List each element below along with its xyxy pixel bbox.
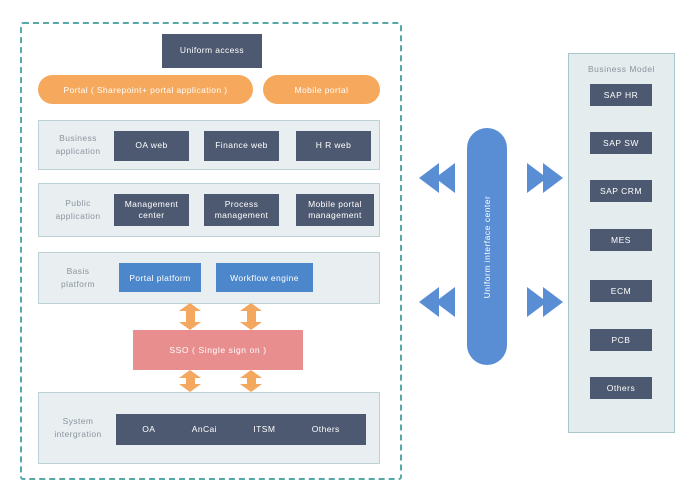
sap-sw-node: SAP SW (590, 132, 652, 154)
chevron-left-top-icon (419, 163, 455, 193)
sso-node: SSO ( Single sign on ) (133, 330, 303, 370)
portal-platform-node: Portal platform (119, 263, 201, 292)
mobile-portal-management-node: Mobile portal management (296, 194, 374, 226)
sap-crm-node: SAP CRM (590, 180, 652, 202)
public-application-section: Public application Management center Pro… (38, 183, 380, 237)
system-integration-strip: OA AnCai ITSM Others (116, 414, 366, 445)
mobile-portal-node: Mobile portal (263, 75, 380, 104)
process-management-node: Process management (204, 194, 279, 226)
oa-item: OA (142, 423, 156, 434)
uniform-interface-center-label: Uniform interface center (482, 195, 492, 298)
arrow-sso-system-left (179, 370, 201, 392)
mes-node: MES (590, 229, 652, 251)
chevron-right-bottom-icon (527, 287, 563, 317)
public-application-label: Public application (55, 198, 101, 221)
chevron-left-bottom-icon (419, 287, 455, 317)
basis-platform-label: Basis platform (61, 266, 95, 289)
others-node: Others (590, 377, 652, 399)
uniform-interface-center-node: Uniform interface center (467, 128, 507, 365)
system-integration-section: System intergration OA AnCai ITSM Others (38, 392, 380, 464)
workflow-engine-node: Workflow engine (216, 263, 313, 292)
arrow-basis-sso-right (240, 303, 262, 330)
itsm-item: ITSM (253, 423, 276, 434)
arrow-sso-system-right (240, 370, 262, 392)
portal-sharepoint-node: Portal ( Sharepoint+ portal application … (38, 75, 253, 104)
finance-web-node: Finance web (204, 131, 279, 161)
basis-platform-section: Basis platform Portal platform Workflow … (38, 252, 380, 304)
ecm-node: ECM (590, 280, 652, 302)
uniform-access-node: Uniform access (162, 34, 262, 68)
hr-web-node: H R web (296, 131, 371, 161)
ancai-item: AnCai (191, 423, 217, 434)
application-platform-container (20, 22, 402, 480)
others-item: Others (311, 423, 340, 434)
pcb-node: PCB (590, 329, 652, 351)
arrow-basis-sso-left (179, 303, 201, 330)
management-center-node: Management center (114, 194, 189, 226)
oa-web-node: OA web (114, 131, 189, 161)
business-model-title: Business Model (587, 64, 655, 74)
business-application-section: Business application OA web Finance web … (38, 120, 380, 170)
chevron-right-top-icon (527, 163, 563, 193)
sap-hr-node: SAP HR (590, 84, 652, 106)
business-model-panel: Business Model SAP HR SAP SW SAP CRM MES… (568, 53, 675, 433)
business-application-label: Business application (55, 133, 101, 156)
system-integration-label: System intergration (54, 416, 102, 439)
